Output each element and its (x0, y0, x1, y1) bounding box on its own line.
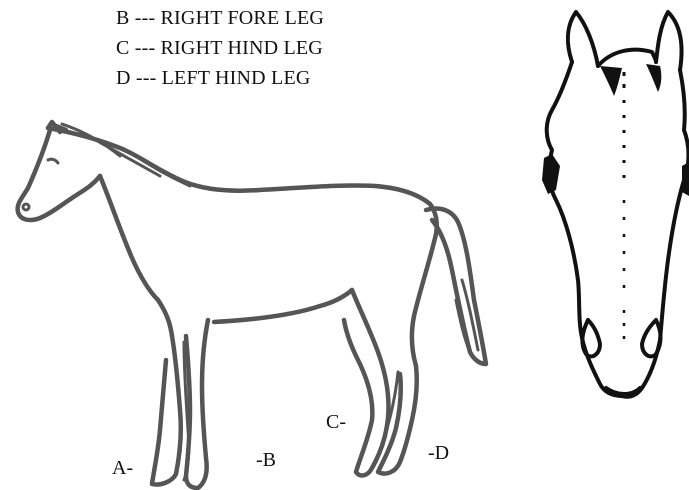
head-right-ear (656, 12, 682, 70)
head-forelock (600, 64, 661, 96)
leg-label-b: -B (256, 448, 276, 472)
head-left-ear (568, 12, 598, 66)
head-right-side (622, 70, 689, 397)
leg-label-d: -D (428, 441, 449, 465)
head-muzzle (606, 388, 640, 394)
leg-label-a: A- (112, 456, 133, 480)
head-right-cheek-tuft (682, 162, 689, 196)
head-forehead (598, 50, 656, 66)
head-right-nostril (642, 320, 661, 356)
head-left-nostril (582, 320, 600, 356)
head-left-cheek-tuft (542, 154, 560, 194)
leg-label-c: C- (326, 410, 346, 434)
horse-head-front-view (542, 12, 689, 397)
